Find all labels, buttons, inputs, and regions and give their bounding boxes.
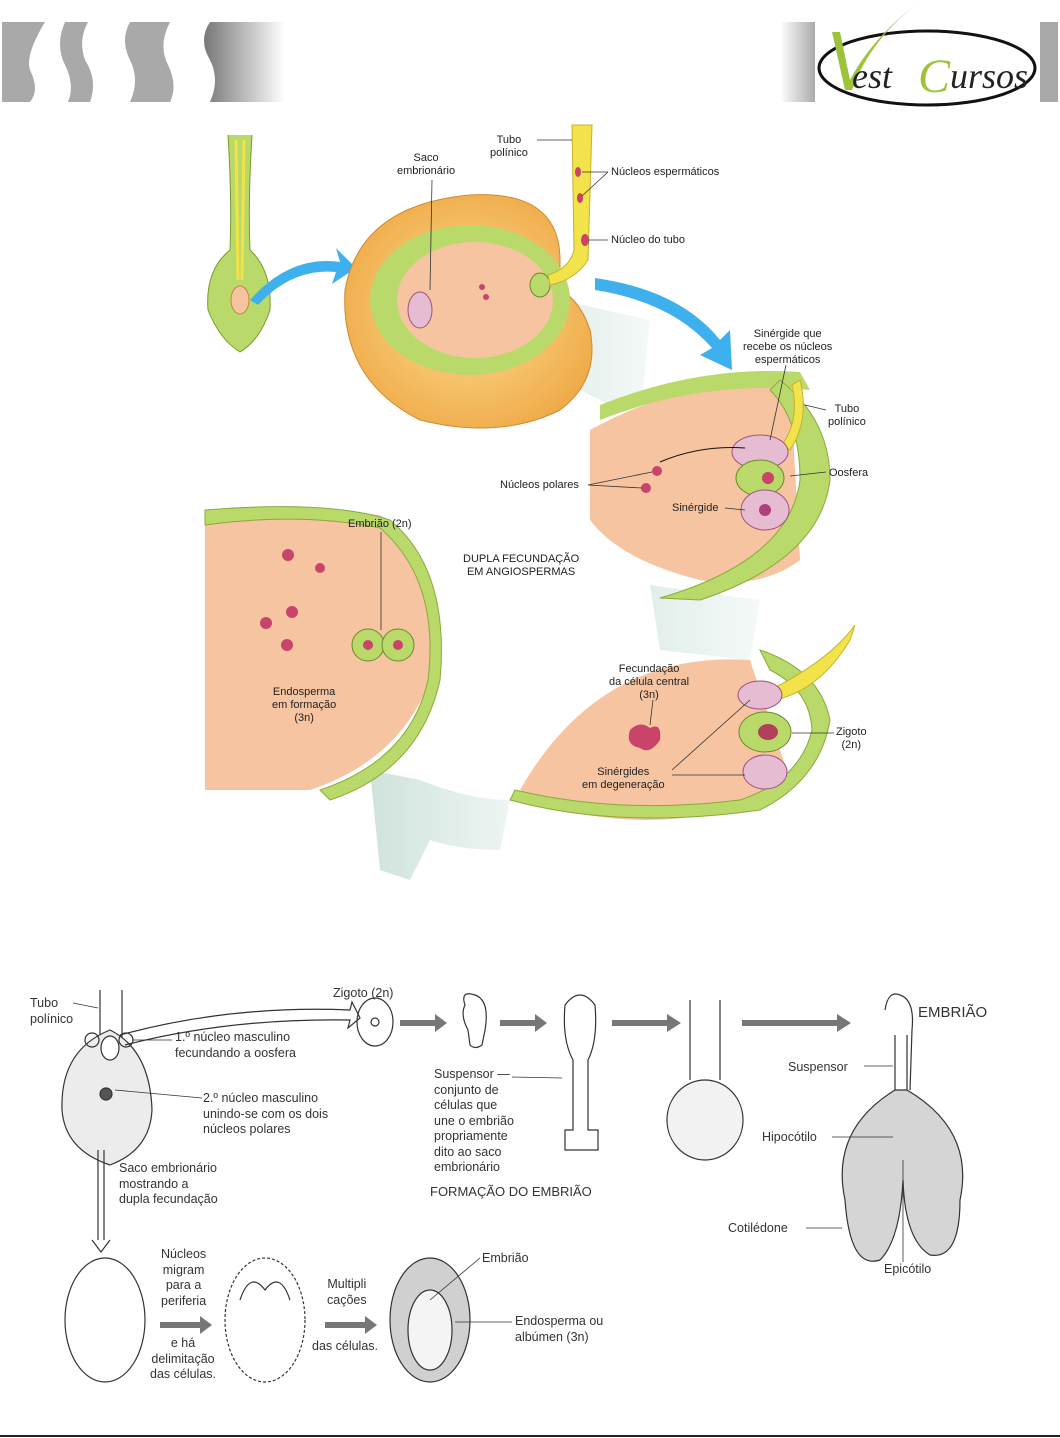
label-tubo-polinico-2: Tubo polínico (828, 403, 866, 428)
label-suspensor-desc: Suspensor — conjunto de células que une … (434, 1067, 514, 1174)
label-oosfera: Oosfera (829, 467, 869, 479)
label-sinergides-degeneracao: Sinérgides em degeneração (582, 766, 665, 791)
label-multiplicacoes: Multipli cações (327, 1277, 367, 1307)
label-bw-tubo-polinico: Tubo polínico (30, 996, 74, 1026)
label-nucleos-polares: Núcleos polares (500, 479, 579, 491)
label-das-celulas: das células. (312, 1339, 379, 1353)
svg-text:ursos: ursos (950, 56, 1028, 96)
label-bw-zigoto: Zigoto (2n) (333, 986, 394, 1000)
label-endosperma-em-formacao: Endosperma em formação (3n) (272, 686, 337, 724)
label-nucleo-do-tubo: Núcleo do tubo (611, 234, 685, 246)
label-saco-embrionario: Saco embrionário (397, 152, 456, 177)
label-formacao-do-embriao: FORMAÇÃO DO EMBRIÃO (430, 1184, 592, 1199)
label-fecundacao-celula-central: Fecundação da célula central (3n) (609, 663, 690, 701)
label-embriao: Embrião (482, 1251, 529, 1265)
label-embriao-2n: Embrião (2n) (348, 518, 412, 530)
label-suspensor: Suspensor (788, 1060, 848, 1074)
svg-text:est: est (852, 56, 893, 96)
label-segundo-nucleo: 2.º núcleo masculino unindo-se com os do… (203, 1091, 329, 1136)
embryo-formation-bw-figure (61, 990, 964, 1383)
label-hipocotilo: Hipocótilo (762, 1130, 817, 1144)
label-sinergide-que-recebe: Sinérgide que recebe os núcleos espermát… (743, 328, 833, 366)
header-decoration (2, 22, 1058, 102)
label-sinergide: Sinérgide (672, 502, 719, 514)
label-epicotilo: Epicótilo (884, 1262, 932, 1276)
figure-title: DUPLA FECUNDAÇÃO EM ANGIOSPERMAS (463, 553, 580, 578)
label-embriao-title: EMBRIÃO (918, 1004, 988, 1021)
label-endosperma: Endosperma ou albúmen (3n) (515, 1314, 604, 1344)
svg-text:C: C (918, 50, 951, 103)
label-bw-saco-embrionario: Saco embrionário mostrando a dupla fecun… (119, 1161, 218, 1206)
vest-cursos-logo: est C ursos (817, 3, 1037, 107)
label-zigoto-2n: Zigoto (2n) (836, 726, 867, 751)
label-delimitacao: e há delimitação das células. (150, 1336, 217, 1381)
label-primeiro-nucleo: 1.º núcleo masculino fecundando a oosfer… (175, 1030, 296, 1060)
label-nucleos-migram: Núcleos migram para a periferia (161, 1247, 207, 1308)
label-nucleos-espermaticos: Núcleos espermáticos (611, 166, 720, 178)
label-cotiledone: Cotilédone (728, 1221, 788, 1235)
double-fertilization-color-figure (204, 124, 856, 880)
label-tubo-polinico: Tubo polínico (490, 134, 528, 159)
